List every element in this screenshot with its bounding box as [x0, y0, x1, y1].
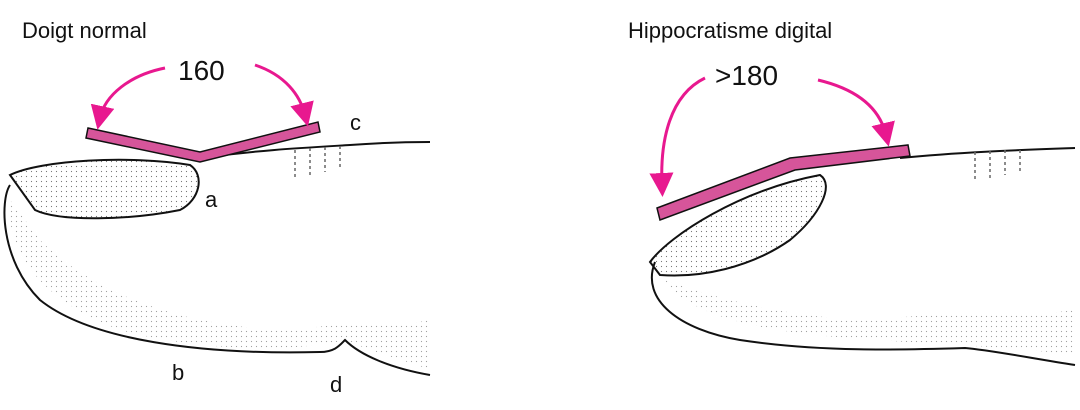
arrow-left-icon [90, 66, 166, 130]
arrow-right-icon [817, 78, 895, 147]
label-c: c [350, 110, 361, 135]
knuckle-creases [974, 150, 1021, 180]
finger-outline [3, 184, 431, 376]
arrow-right-icon [254, 63, 314, 127]
nail [648, 173, 827, 277]
clubbed-finger: Hippocratisme digital >180 [628, 18, 1076, 366]
right-angle: >180 [715, 60, 778, 91]
arrow-left-icon [649, 76, 706, 197]
knuckle-creases [294, 146, 341, 180]
finger-shading [665, 280, 1075, 355]
angle-bar [656, 144, 911, 221]
left-title: Doigt normal [22, 18, 147, 43]
finger-outline [650, 261, 1076, 366]
finger-top-line [899, 147, 1076, 159]
label-b: b [172, 360, 184, 385]
label-d: d [330, 372, 342, 397]
label-a: a [205, 187, 218, 212]
left-angle: 160 [178, 55, 225, 86]
angle-bar [85, 121, 321, 163]
nail [8, 158, 200, 220]
finger-top-line [199, 141, 431, 159]
normal-finger: Doigt normal 160 a b c d [3, 18, 431, 397]
right-title: Hippocratisme digital [628, 18, 832, 43]
finger-shading [9, 200, 430, 370]
